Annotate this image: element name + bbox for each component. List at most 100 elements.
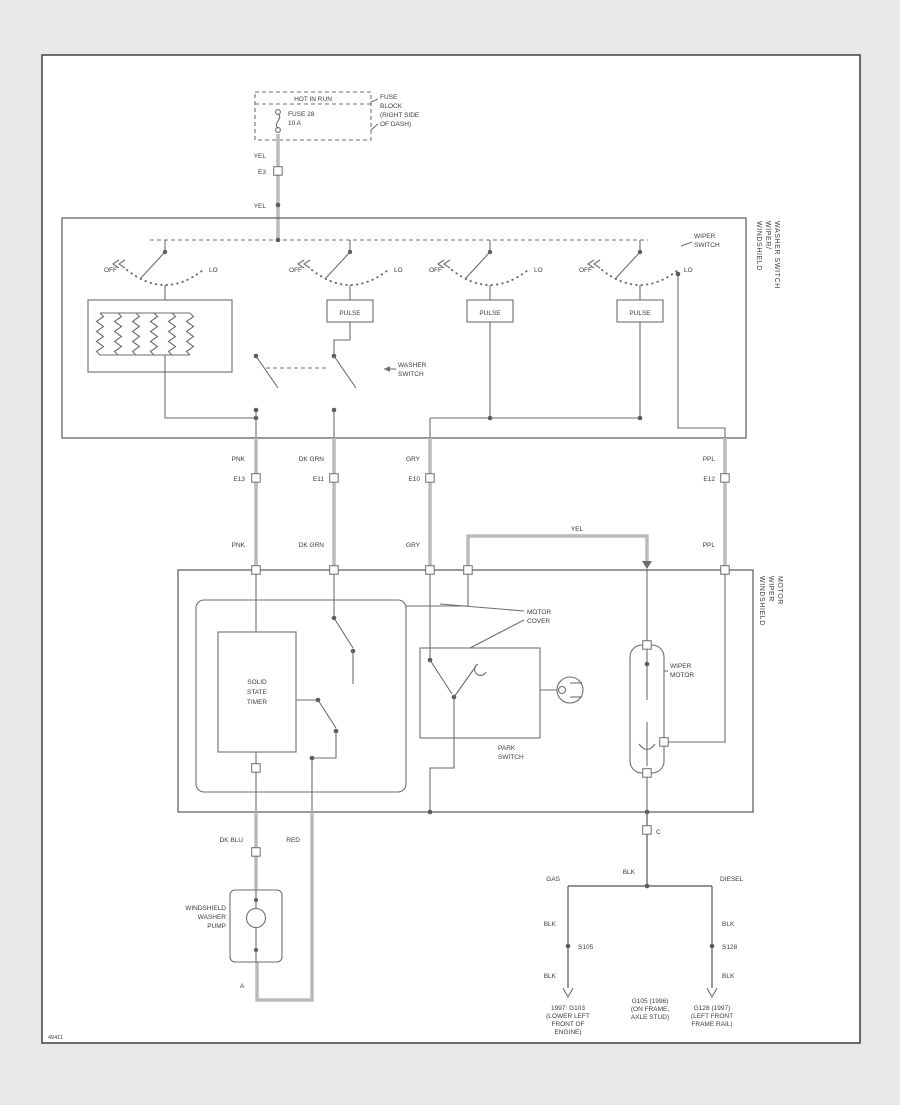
wiper-motor-label-1: WIPER — [670, 663, 692, 670]
switch-3: OFF LO PULSE — [429, 239, 543, 418]
yel-wire-label-2: YEL — [254, 203, 267, 210]
motor-crank-symbol — [540, 676, 584, 704]
gnd-mid-cap-2: (ON FRAME, — [631, 1006, 669, 1013]
timer-label-1: SOLID — [247, 679, 267, 686]
fuse-note-1: FUSE — [380, 94, 398, 101]
wiper-motor-element: WIPER MOTOR — [629, 569, 694, 778]
wiper-motor-box: WINDSHIELD WIPER MOTOR MOTOR COVER SOLID… — [177, 565, 783, 815]
ground-chain-left: BLK S105 BLK 1997: G103 (LOWER LEFT FRON… — [544, 886, 594, 1036]
switch4-pulse-label: PULSE — [629, 310, 651, 317]
park-switch-label-1: PARK — [498, 745, 516, 752]
switch-2: OFF LO PULSE — [289, 239, 403, 356]
grn-label-top: DK GRN — [299, 456, 325, 463]
pump-label-2: WASHER — [198, 914, 227, 921]
motor-box-title-3: MOTOR — [776, 576, 783, 605]
gnd-right-cap-3: FRAME RAIL) — [691, 1021, 732, 1028]
pnk-connector: E13 — [233, 476, 245, 483]
motor-cover-label-2: COVER — [527, 618, 550, 625]
grn-connector: E11 — [313, 476, 324, 483]
fuse-rating: 10 A — [288, 120, 302, 127]
fuse-note-2: BLOCK — [380, 103, 403, 110]
switch3-pulse-label: PULSE — [479, 310, 501, 317]
fuse-note-3: (RIGHT SIDE — [380, 112, 420, 119]
red-label: RED — [286, 837, 300, 844]
pump-label-3: PUMP — [207, 923, 226, 930]
gnd-mid-cap-1: G105 (1996) — [632, 998, 669, 1005]
gry-connector: E10 — [408, 476, 420, 483]
switch-box-title-1: WINDSHIELD — [755, 221, 762, 271]
ground-circuit: C BLK GAS DIESEL BLK S105 BLK 1997: G103… — [544, 812, 744, 1036]
motor-cover-outline — [195, 599, 407, 793]
gry-label-bot: GRY — [406, 542, 421, 549]
diagram-frame — [41, 54, 861, 1044]
dk-blu-label: DK BLU — [220, 837, 244, 844]
gry-label-top: GRY — [406, 456, 421, 463]
ppl-label-bot: PPL — [703, 542, 716, 549]
grn-label-bot: DK GRN — [299, 542, 325, 549]
switch1-lo-label: LO — [209, 267, 218, 274]
switch4-lo-label: LO — [684, 267, 693, 274]
switch1-off-label: OFF — [104, 267, 117, 274]
blk-right-2: BLK — [722, 973, 735, 980]
c-connector-label: C — [656, 829, 661, 836]
switch-box-title-3: WASHER SWITCH — [773, 221, 780, 289]
solid-state-timer-box — [217, 631, 297, 753]
park-switch-box — [419, 647, 541, 739]
splice-s128: S128 — [722, 944, 738, 951]
ppl-connector: E12 — [703, 476, 715, 483]
timer-label-3: TIMER — [247, 699, 268, 706]
gnd-left-cap-4: ENGINE) — [554, 1029, 581, 1036]
switch-4: OFF LO PULSE — [579, 239, 693, 418]
motor-box-title-1: WINDSHIELD — [758, 576, 765, 626]
interconnect-wires: PNK E13 PNK DK GRN E11 DK GRN GRY E10 GR… — [232, 438, 730, 570]
switch2-lo-label: LO — [394, 267, 403, 274]
gnd-left-cap-1: 1997: G103 — [551, 1005, 585, 1012]
yel-jumper-label: YEL — [571, 526, 584, 533]
fuse-note-4: OF DASH) — [380, 121, 411, 128]
gnd-right-cap-2: (LEFT FRONT — [691, 1013, 733, 1020]
switch3-off-label: OFF — [429, 267, 442, 274]
fuse-name: FUSE 28 — [288, 111, 315, 118]
washer-switch-label-1: WASHER — [398, 362, 427, 369]
park-switch-label-2: SWITCH — [498, 754, 524, 761]
switch-1: OFF LO — [87, 239, 259, 421]
switch2-off-label: OFF — [289, 267, 302, 274]
split-left-tag: GAS — [546, 876, 560, 883]
footer-code: 49411 — [48, 1035, 63, 1041]
washer-switch-label-2: SWITCH — [398, 371, 424, 378]
splice-s105: S105 — [578, 944, 594, 951]
wiper-motor-label-2: MOTOR — [670, 672, 694, 679]
feed-wire: YEL E3 YEL — [254, 134, 283, 240]
motor-box-title-2: WIPER — [767, 576, 774, 602]
switch3-lo-label: LO — [534, 267, 543, 274]
blk-right-1: BLK — [722, 921, 735, 928]
blk-left-2: BLK — [544, 973, 557, 980]
motor-cover-label-1: MOTOR — [527, 609, 551, 616]
pnk-label-bot: PNK — [232, 542, 246, 549]
pnk-label-top: PNK — [232, 456, 246, 463]
switch2-pulse-label: PULSE — [339, 310, 361, 317]
wiper-switch-label-1: WIPER — [694, 233, 716, 240]
switch4-off-label: OFF — [579, 267, 592, 274]
gnd-left-cap-2: (LOWER LEFT — [546, 1013, 590, 1020]
ppl-label-top: PPL — [703, 456, 716, 463]
gnd-left-cap-3: FRONT OF — [551, 1021, 584, 1028]
washer-pump: DK BLU RED WINDSHIELD WASHER PUMP A — [185, 812, 314, 1002]
pump-terminal-label: A — [240, 983, 245, 990]
blk-left-1: BLK — [544, 921, 557, 928]
pump-label-1: WINDSHIELD — [185, 905, 226, 912]
timer-label-2: STATE — [247, 689, 268, 696]
hot-in-run-label: HOT IN RUN — [294, 96, 332, 103]
e3-connector-label: E3 — [258, 169, 266, 176]
fuse-block: HOT IN RUN FUSE 28 10 A FUSE BLOCK (RIGH… — [254, 91, 420, 141]
wiper-switch-label-2: SWITCH — [694, 242, 720, 249]
split-right-tag: DIESEL — [720, 876, 744, 883]
gnd-mid-cap-3: AXLE STUD) — [631, 1014, 669, 1021]
gnd-right-cap-1: G128 (1997) — [694, 1005, 731, 1012]
ground-chain-right: BLK S128 BLK G128 (1997) (LEFT FRONT FRA… — [691, 886, 738, 1028]
washer-switch: WASHER SWITCH — [253, 353, 427, 438]
yel-wire-label: YEL — [254, 153, 267, 160]
blk-label-top: BLK — [623, 869, 636, 876]
